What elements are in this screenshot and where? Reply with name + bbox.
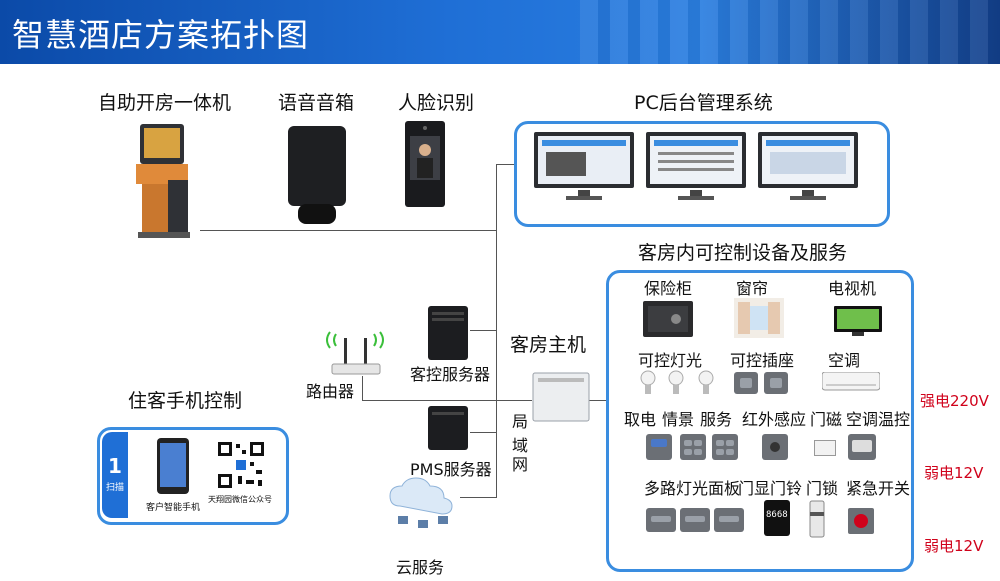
smart-speaker-icon bbox=[288, 126, 346, 224]
air-conditioner-label: 空调 bbox=[828, 351, 861, 370]
light-panel-icon bbox=[646, 508, 676, 532]
voltage-label-12v: 弱电12V bbox=[924, 464, 984, 482]
scan-step-label: 扫描 bbox=[106, 483, 125, 493]
cloud-link-line bbox=[460, 497, 496, 498]
infrared-sensor-icon bbox=[762, 434, 788, 460]
controllable-socket-label: 可控插座 bbox=[730, 351, 795, 370]
mobile-control-title: 住客手机控制 bbox=[128, 390, 243, 412]
monitor-icon bbox=[534, 132, 634, 200]
ac-thermostat-icon bbox=[848, 434, 876, 460]
pms-server-icon bbox=[428, 406, 468, 450]
pms-link-line bbox=[470, 432, 496, 433]
monitor-icon bbox=[646, 132, 746, 200]
voltage-label-12v: 弱电12V bbox=[924, 537, 984, 555]
room-host-box-icon bbox=[532, 372, 590, 422]
host-room-line bbox=[588, 400, 612, 401]
face-recognition-label: 人脸识别 bbox=[398, 92, 475, 114]
header-banner: 智慧酒店方案拓扑图 bbox=[0, 0, 1000, 64]
door-lock-label: 门锁 bbox=[806, 479, 839, 498]
curtain-icon bbox=[734, 298, 784, 338]
scan-step-number: 1 bbox=[108, 454, 122, 478]
doorplate-icon bbox=[764, 500, 790, 536]
room-section-title: 客房内可控制设备及服务 bbox=[638, 242, 848, 264]
qr-code-icon bbox=[216, 440, 266, 490]
curtain-label: 窗帘 bbox=[736, 279, 769, 298]
emergency-switch-icon bbox=[848, 508, 874, 534]
room-host-label: 客房主机 bbox=[510, 334, 587, 356]
pc-link-line bbox=[496, 164, 516, 165]
qr-caption: 天翔园微信公众号 bbox=[208, 495, 272, 504]
cloud-service-icon bbox=[389, 477, 453, 528]
light-bulb-icon bbox=[668, 370, 684, 394]
safe-label: 保险柜 bbox=[644, 279, 693, 298]
tv-label: 电视机 bbox=[828, 279, 877, 298]
emergency-switch-label: 紧急开关 bbox=[846, 479, 911, 498]
light-panel-icon bbox=[714, 508, 744, 532]
card-power-switch-icon bbox=[646, 434, 672, 460]
control-server-label: 客控服务器 bbox=[410, 365, 491, 384]
wifi-router-icon bbox=[326, 331, 384, 375]
cloud-service-label: 云服务 bbox=[396, 558, 445, 577]
light-panel-icon bbox=[680, 508, 710, 532]
door-magnet-icon bbox=[814, 440, 836, 456]
air-conditioner-icon bbox=[822, 372, 880, 391]
lan-label-2: 域 bbox=[512, 436, 529, 455]
safe-icon bbox=[643, 301, 693, 337]
door-lock-icon bbox=[809, 500, 825, 538]
pms-server-label: PMS服务器 bbox=[410, 460, 492, 479]
door-magnet-label: 门磁 bbox=[810, 410, 843, 429]
monitor-icon bbox=[758, 132, 858, 200]
speaker-label: 语音音箱 bbox=[278, 92, 355, 114]
phone-caption: 客户智能手机 bbox=[146, 503, 201, 513]
lan-label-3: 网 bbox=[512, 455, 529, 474]
header-background bbox=[580, 0, 1000, 64]
bus-line-vertical bbox=[496, 164, 497, 498]
doorplate-number: 8668 bbox=[766, 510, 788, 520]
control-server-link bbox=[470, 330, 496, 331]
doorplate-bell-label: 门显门铃 bbox=[738, 479, 803, 498]
lan-label-1: 局 bbox=[512, 412, 529, 431]
scan-step-badge bbox=[102, 432, 128, 518]
scene-label: 情景 bbox=[662, 410, 695, 429]
kiosk-label: 自助开房一体机 bbox=[98, 92, 232, 114]
page-title: 智慧酒店方案拓扑图 bbox=[12, 16, 310, 54]
socket-panel-icon bbox=[764, 372, 788, 394]
service-label: 服务 bbox=[700, 410, 733, 429]
pc-system-label: PC后台管理系统 bbox=[634, 92, 773, 114]
router-host-line bbox=[362, 400, 532, 401]
tv-icon bbox=[834, 306, 882, 336]
socket-panel-icon bbox=[734, 372, 758, 394]
control-server-icon bbox=[428, 306, 468, 360]
power-card-label: 取电 bbox=[624, 410, 657, 429]
kiosk-machine-icon bbox=[136, 124, 190, 238]
face-recognition-terminal-icon bbox=[405, 121, 445, 207]
router-link bbox=[362, 376, 363, 400]
multi-light-panel-label: 多路灯光面板 bbox=[644, 479, 741, 498]
bus-line-horizontal bbox=[200, 230, 496, 231]
router-label: 路由器 bbox=[306, 382, 355, 401]
voltage-label-220v: 强电220V bbox=[920, 392, 989, 410]
scene-switch-icon bbox=[680, 434, 706, 460]
infrared-sensor-label: 红外感应 bbox=[742, 410, 807, 429]
light-bulb-icon bbox=[640, 370, 656, 394]
controllable-light-label: 可控灯光 bbox=[638, 351, 703, 370]
service-switch-icon bbox=[712, 434, 738, 460]
ac-thermostat-label: 空调温控 bbox=[846, 410, 911, 429]
light-bulb-icon bbox=[698, 370, 714, 394]
smartphone-icon bbox=[157, 438, 189, 494]
